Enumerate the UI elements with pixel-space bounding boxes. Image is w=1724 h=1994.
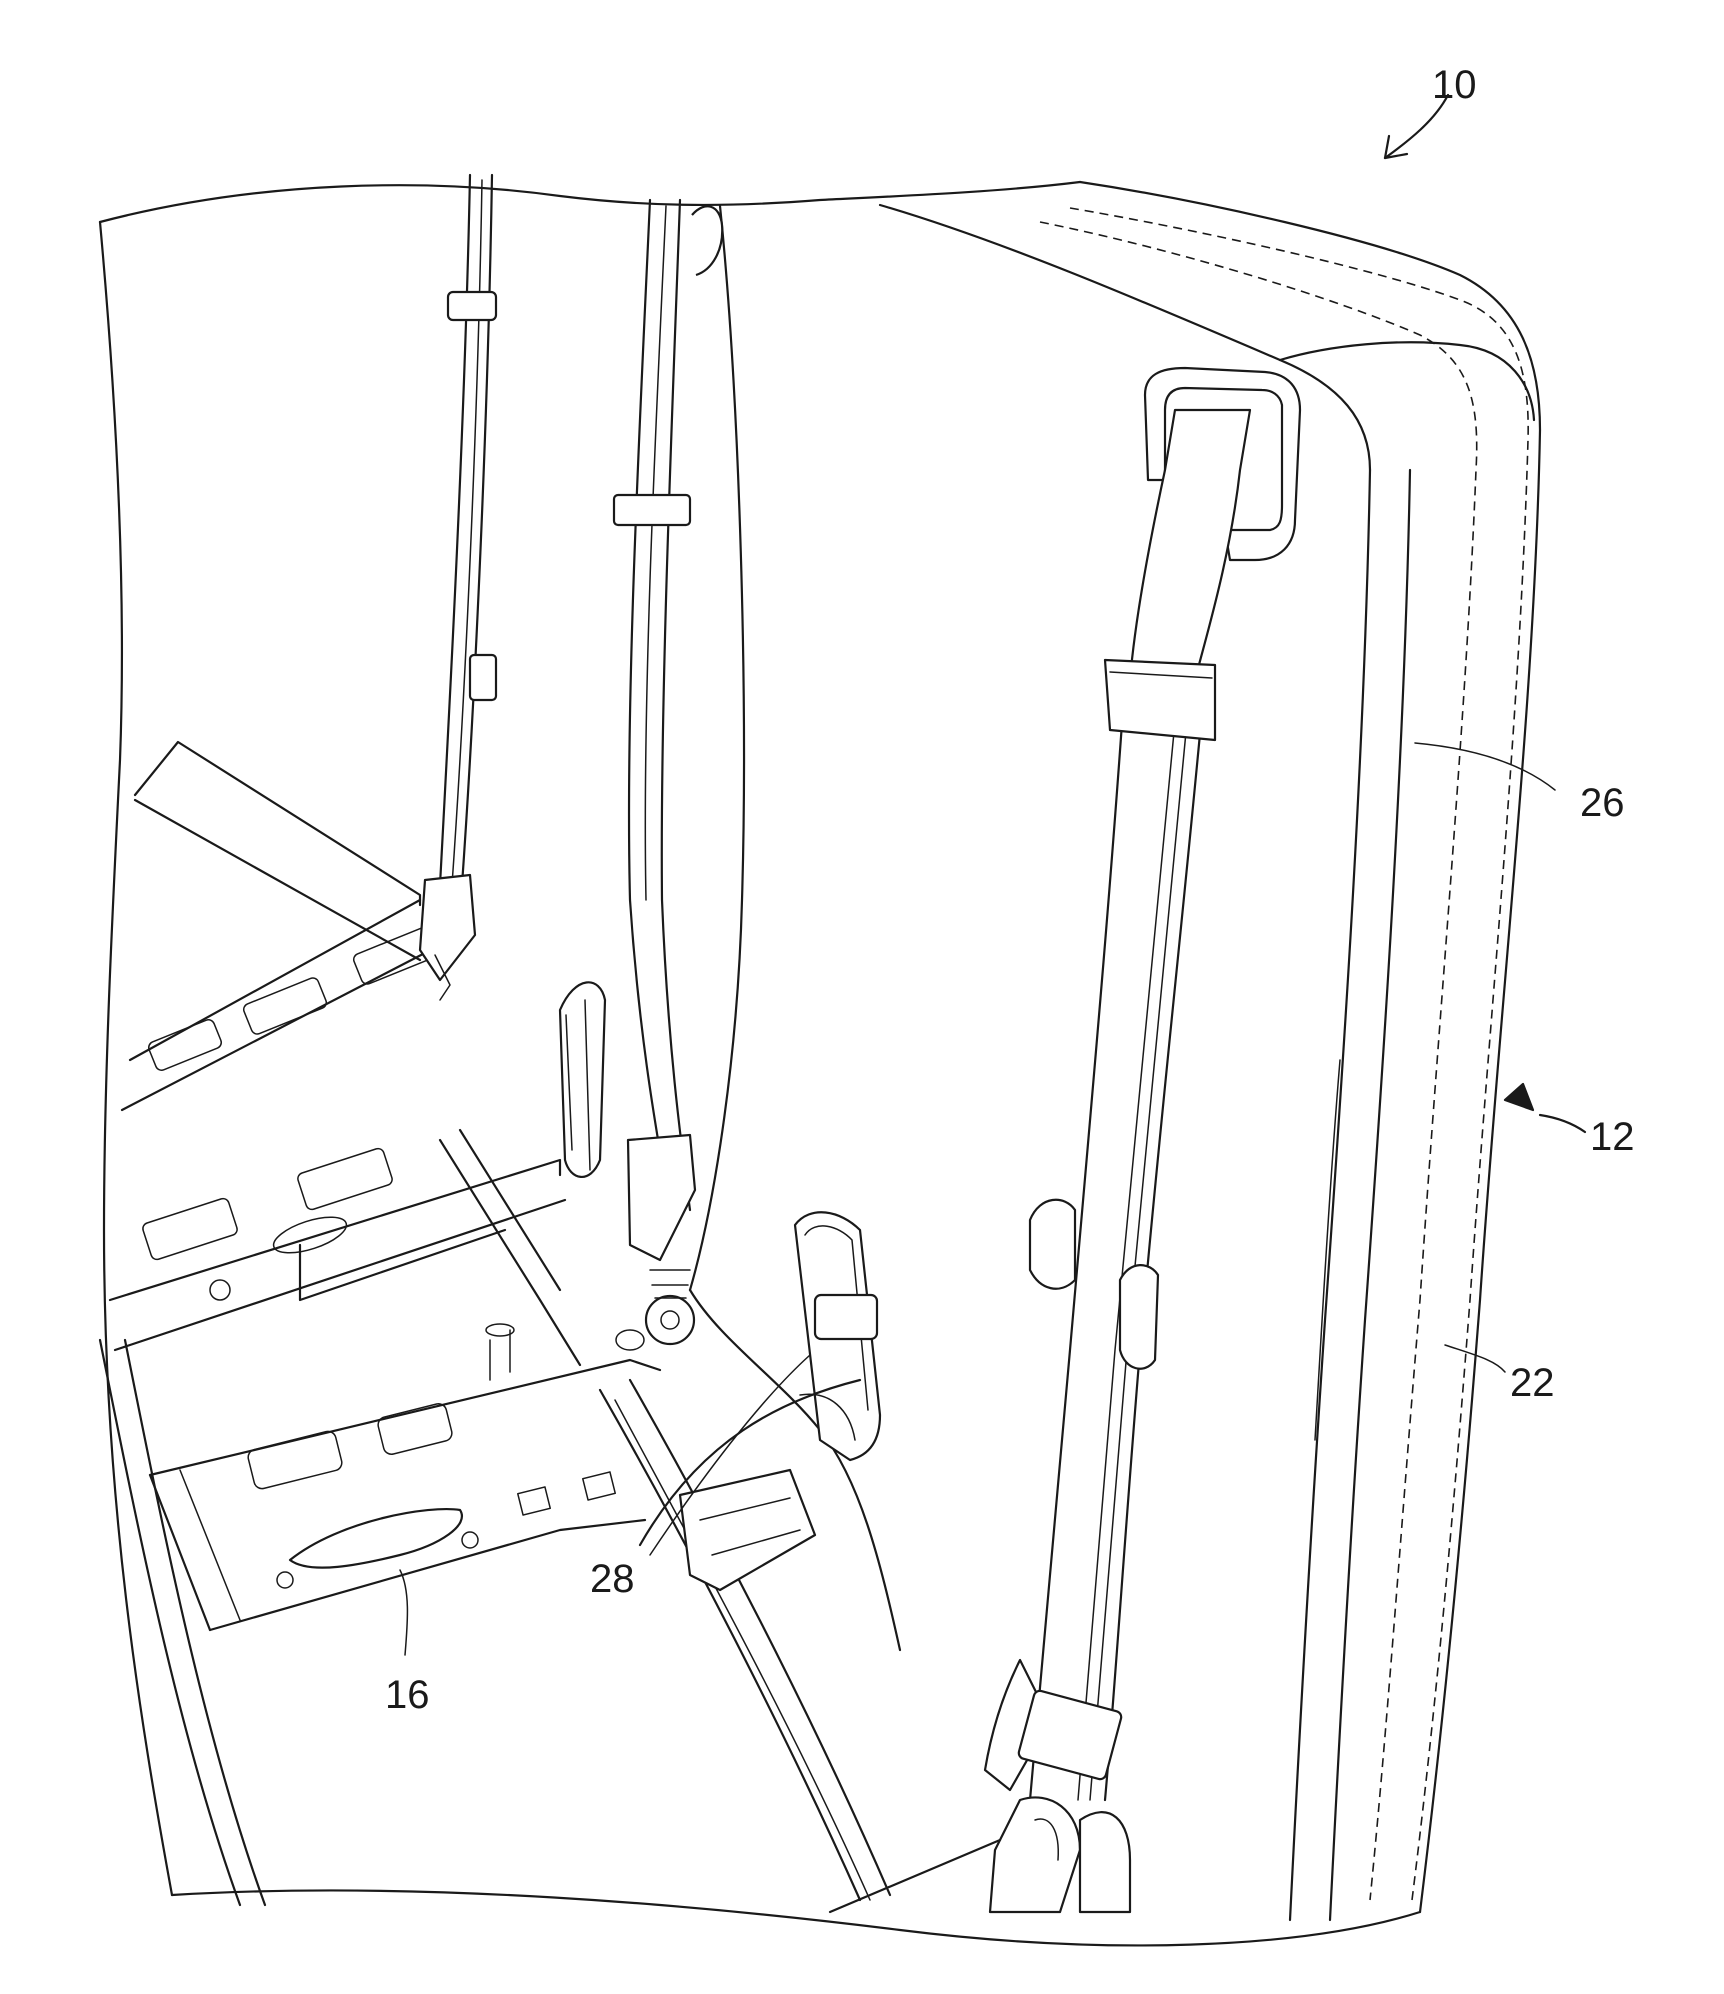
- ref-numeral-26: 26: [1580, 781, 1625, 825]
- ref-numeral-12: 12: [1590, 1115, 1635, 1159]
- buckle-assembly: [640, 1212, 880, 1590]
- right-seat-belt: [830, 368, 1300, 1912]
- ref-numeral-16: 16: [385, 1673, 430, 1717]
- seat-frame: [110, 742, 660, 1630]
- middle-seat-belt: [560, 200, 722, 1344]
- ref-numeral-28: 28: [590, 1557, 635, 1601]
- ref-numeral-22: 22: [1510, 1361, 1555, 1405]
- left-seat-belt: [420, 175, 496, 1000]
- callouts: 10 26 12 22 28 16: [385, 63, 1635, 1717]
- ref-numeral-10: 10: [1432, 63, 1477, 107]
